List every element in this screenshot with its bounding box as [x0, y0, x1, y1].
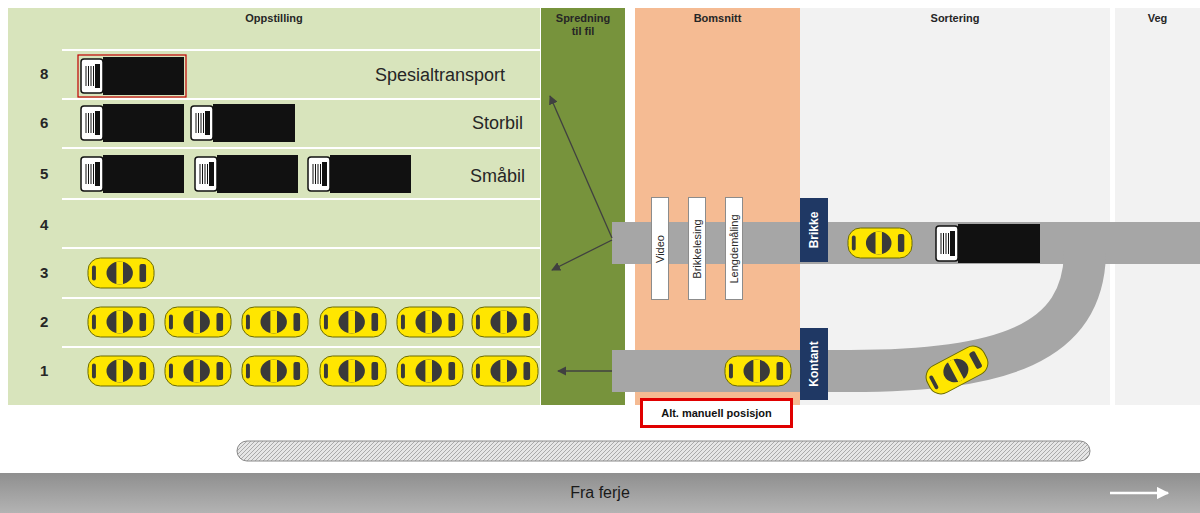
direction-arrow: [552, 240, 612, 270]
truck-icon: [81, 104, 184, 142]
lane-number: 5: [40, 166, 48, 183]
zone-fill: [541, 8, 625, 405]
lane-name: Spesialtransport: [375, 66, 505, 86]
truck-icon: [81, 57, 184, 95]
box-label: Brikkelesing: [690, 219, 704, 278]
equipment-box: Video: [651, 197, 669, 300]
car-icon: [472, 307, 538, 337]
lane-number: 2: [40, 314, 48, 331]
lane-line: [62, 147, 540, 149]
car-icon: [242, 356, 308, 386]
car-icon: [165, 356, 231, 386]
lane-line: [62, 49, 540, 51]
zone-band: Spredning til fil: [541, 8, 625, 405]
lane-line: [62, 98, 540, 100]
box-label: Brikke: [807, 212, 821, 249]
car-icon: [725, 356, 791, 386]
toll-booth: Brikke: [800, 198, 828, 262]
car-icon: [472, 356, 538, 386]
direction-arrow: [558, 370, 612, 371]
lane-number: 6: [40, 115, 48, 132]
car-icon: [88, 258, 154, 288]
highlight-frame: [78, 55, 186, 97]
zone-heading: Bomsnitt: [635, 8, 800, 25]
road-label: Fra ferje: [570, 484, 630, 502]
lane-name: Storbil: [472, 114, 523, 134]
lane-line: [62, 346, 540, 348]
lane-number: 3: [40, 265, 48, 282]
box-label: Kontant: [807, 341, 821, 386]
truck-icon: [81, 155, 184, 193]
lane-line: [62, 247, 540, 249]
lane-number: 8: [40, 66, 48, 83]
lane-line: [62, 297, 540, 299]
car-icon: [397, 307, 463, 337]
direction-arrow: [550, 96, 612, 238]
lane-name: Småbil: [470, 167, 525, 187]
car-icon: [88, 307, 154, 337]
toll-booth: Kontant: [800, 328, 828, 400]
car-icon: [242, 307, 308, 337]
zone-heading: Oppstilling: [8, 8, 540, 25]
car-icon: [320, 356, 386, 386]
car-icon: [165, 307, 231, 337]
zone-band: Veg: [1115, 8, 1200, 405]
zone-fill: [1115, 8, 1200, 405]
hatched-strip: [237, 441, 1090, 461]
ferry-road-bar: Fra ferje: [0, 473, 1200, 513]
zone-heading: Veg: [1115, 8, 1200, 25]
road-fill: [0, 473, 1200, 513]
truck-icon: [308, 155, 411, 193]
truck-icon: [195, 155, 298, 193]
zone-fill: [8, 8, 540, 405]
box-label: Lengdemåling: [727, 214, 741, 283]
car-icon: [397, 356, 463, 386]
car-icon: [320, 307, 386, 337]
zone-band: SorteringBrikkeKontant: [800, 8, 1110, 405]
road: [612, 250, 1085, 371]
position-box: Alt. manuell posisjon: [640, 398, 793, 428]
box-label: Alt. manuell posisjon: [661, 407, 772, 419]
zone-heading: Spredning til fil: [552, 8, 614, 38]
lane-line: [62, 198, 540, 200]
zone-band: BomsnittVideo Brikkelesing Lengdemåling: [635, 8, 800, 405]
direction-arrow: [1110, 492, 1168, 495]
car-icon: [848, 228, 912, 258]
zone-heading: Sortering: [800, 8, 1110, 25]
truck-icon: [191, 104, 295, 142]
lane-number: 1: [40, 363, 48, 380]
truck-icon: [936, 224, 1040, 263]
zone-fill: [635, 8, 800, 405]
equipment-box: Lengdemåling: [725, 197, 743, 300]
equipment-box: Brikkelesing: [688, 197, 706, 300]
car-icon: [922, 342, 993, 399]
lane-number: 4: [40, 217, 48, 234]
car-icon: [88, 356, 154, 386]
box-label: Video: [653, 235, 667, 263]
